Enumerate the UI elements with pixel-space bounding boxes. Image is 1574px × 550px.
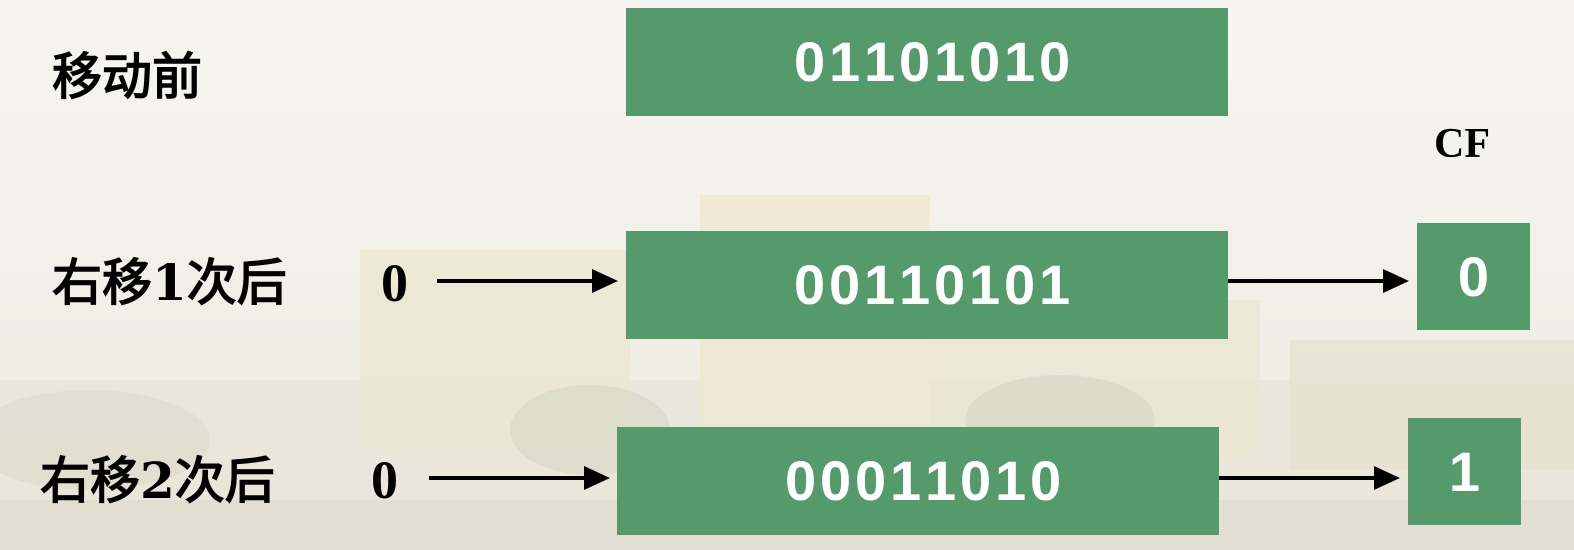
bit-cell: 1	[899, 253, 931, 316]
cf-value: 0	[1457, 244, 1490, 308]
row-label-before: 移动前	[52, 47, 202, 106]
bit-cell: 0	[969, 30, 1001, 93]
right-arrow-icon	[1228, 269, 1409, 293]
bit-cell: 0	[794, 30, 826, 93]
bit-cell: 1	[864, 30, 896, 93]
bit-row-before: 0 1 1 0 1 0 1 0	[794, 30, 1071, 93]
bit-cell: 0	[934, 253, 966, 316]
bit-cell: 0	[785, 449, 817, 512]
bit-cell: 0	[855, 449, 887, 512]
bit-cell: 1	[925, 449, 957, 512]
bit-row-shift-2: 0 0 0 1 1 0 1 0	[785, 449, 1062, 512]
right-arrow-icon	[1219, 466, 1400, 490]
row-label-shift-2: 右移2次后	[40, 451, 275, 510]
cf-label: CF	[1434, 121, 1490, 167]
row-label-shift-1: 右移1次后	[52, 253, 287, 312]
register-shift-1: 0 0 1 1 0 1 0 1	[626, 231, 1228, 339]
bit-cell: 1	[995, 449, 1027, 512]
bit-cell: 0	[829, 253, 861, 316]
bit-cell: 1	[890, 449, 922, 512]
bit-row-shift-1: 0 0 1 1 0 1 0 1	[794, 253, 1071, 316]
bit-cell: 1	[969, 253, 1001, 316]
cf-box-shift-2: 1	[1408, 418, 1521, 525]
bit-cell: 1	[864, 253, 896, 316]
register-shift-2: 0 0 0 1 1 0 1 0	[617, 427, 1219, 535]
bit-cell: 0	[820, 449, 852, 512]
bit-cell: 0	[899, 30, 931, 93]
shift-in-bit-1: 0	[381, 253, 408, 313]
cf-box-shift-1: 0	[1417, 223, 1530, 330]
bit-cell: 1	[829, 30, 861, 93]
shift-in-bit-2: 0	[371, 450, 398, 510]
bit-cell: 0	[1004, 253, 1036, 316]
bit-cell: 0	[1039, 30, 1071, 93]
right-arrow-icon	[429, 466, 610, 490]
bit-cell: 0	[1030, 449, 1062, 512]
right-arrow-icon	[437, 269, 618, 293]
cf-value: 1	[1448, 439, 1481, 503]
bit-cell: 1	[1004, 30, 1036, 93]
register-before: 0 1 1 0 1 0 1 0	[626, 8, 1228, 116]
bit-cell: 1	[1039, 253, 1071, 316]
bit-cell: 0	[794, 253, 826, 316]
bit-cell: 0	[960, 449, 992, 512]
bit-cell: 1	[934, 30, 966, 93]
